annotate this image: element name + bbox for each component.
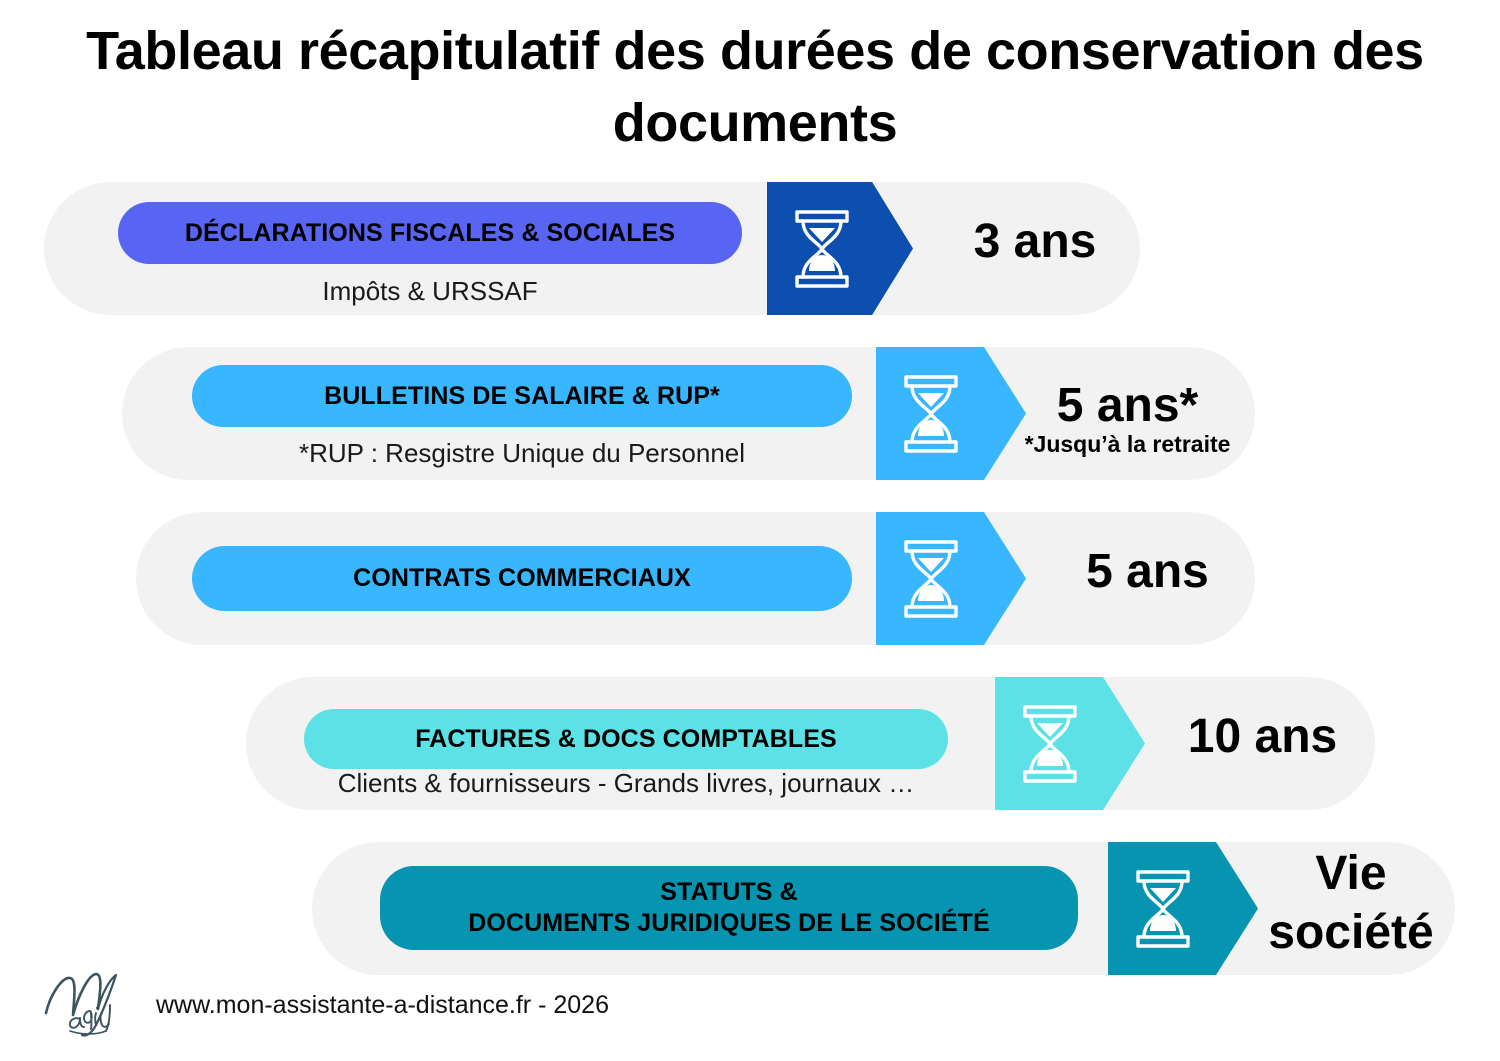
pill-factures-docs-comptables[interactable]: FACTURES & DOCS COMPTABLES — [304, 709, 948, 769]
pill-declarations-fiscales-sociales[interactable]: DÉCLARATIONS FISCALES & SOCIALES — [118, 202, 742, 264]
subtitle-factures-docs-comptables: Clients & fournisseurs - Grands livres, … — [337, 768, 915, 798]
duration-value: Vie société — [1268, 847, 1434, 959]
pill-label-line-2: DOCUMENTS JURIDIQUES DE LE SOCIÉTÉ — [468, 909, 990, 937]
footer-url: www.mon-assistante-a-distance.fr - 2026 — [156, 990, 609, 1019]
subtitle-declarations-fiscales-sociales: Impôts & URSSAF — [322, 276, 538, 306]
pill-label-line-1: STATUTS & — [660, 877, 798, 906]
duration-value: 3 ans — [973, 215, 1097, 268]
madi-logo-icon — [44, 972, 118, 1037]
hourglass-icon — [904, 374, 958, 453]
hourglass-icon — [1136, 869, 1190, 948]
subtitle-bulletins-salaire-rup: *RUP : Resgistre Unique du Personnel — [298, 438, 746, 468]
duration-bulletins-salaire-rup: 5 ans* *Jusqu’à la retraite — [1000, 379, 1255, 457]
duration-factures-docs-comptables: 10 ans — [1150, 710, 1375, 763]
duration-value: 5 ans* — [1056, 379, 1199, 432]
duration-value: 10 ans — [1187, 710, 1338, 763]
hourglass-icon — [1023, 704, 1077, 783]
pill-label: FACTURES & DOCS COMPTABLES — [415, 724, 837, 753]
duration-statuts-documents-juridiques: Vie société — [1246, 845, 1456, 962]
page-title: Tableau récapitulatif des durées de cons… — [86, 21, 1424, 153]
pill-contrats-commerciaux[interactable]: CONTRATS COMMERCIAUX — [192, 546, 852, 611]
duration-value: 5 ans — [1086, 545, 1209, 598]
hourglass-icon — [795, 209, 849, 288]
pill-statuts-documents-juridiques[interactable]: STATUTS & DOCUMENTS JURIDIQUES DE LE SOC… — [380, 866, 1078, 950]
pill-label: DÉCLARATIONS FISCALES & SOCIALES — [184, 218, 676, 247]
duration-note: *Jusqu’à la retraite — [1024, 430, 1231, 457]
pill-label: CONTRATS COMMERCIAUX — [353, 564, 691, 592]
hourglass-icon — [904, 539, 958, 618]
duration-contrats-commerciaux: 5 ans — [1040, 545, 1255, 598]
pill-label: BULLETINS DE SALAIRE & RUP* — [324, 381, 720, 410]
pill-bulletins-salaire-rup[interactable]: BULLETINS DE SALAIRE & RUP* — [192, 365, 852, 427]
duration-declarations-fiscales-sociales: 3 ans — [930, 215, 1140, 268]
footer: www.mon-assistante-a-distance.fr - 2026 — [40, 965, 740, 1045]
